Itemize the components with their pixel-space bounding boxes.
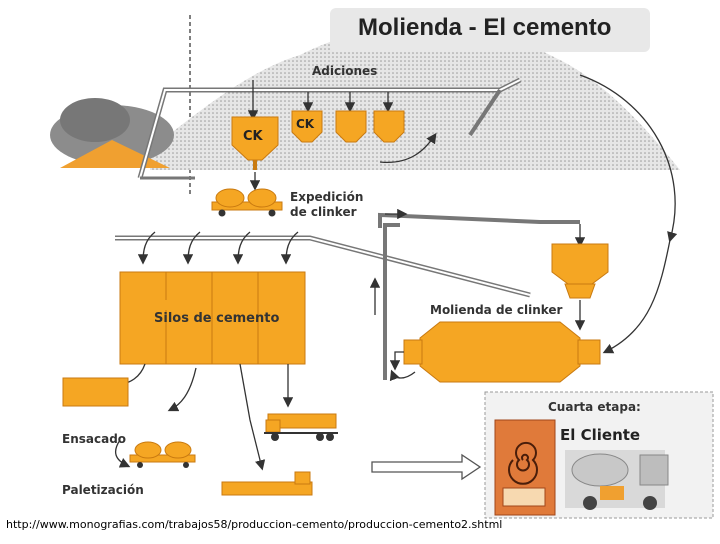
- title-banner: Molienda - El cemento: [330, 8, 650, 52]
- label-adiciones: Adiciones: [312, 64, 378, 78]
- label-molienda-clinker: Molienda de clinker: [430, 303, 563, 317]
- truck-wheel: [316, 433, 324, 441]
- wagon-wheel: [183, 462, 189, 468]
- hopper-3: [335, 110, 367, 143]
- truck-wheel: [326, 433, 334, 441]
- wagon-wheel: [137, 462, 143, 468]
- wagon-wheel: [268, 209, 276, 217]
- return-conveyor: [468, 88, 502, 137]
- mill-hopper-spout: [564, 283, 596, 299]
- mixer-wheel: [583, 496, 597, 510]
- expedition-wagon: [211, 201, 283, 211]
- arrow-silo-4: [280, 231, 299, 265]
- label-ck-1: CK: [243, 129, 263, 144]
- bag-1: [134, 441, 162, 459]
- label-expedicion-1: Expedición: [290, 190, 364, 204]
- mixer-wheel: [643, 496, 657, 510]
- mixer-cab: [639, 454, 669, 486]
- curve-arrow-1: [379, 132, 437, 164]
- arrow-silo-to-bags: [167, 367, 197, 412]
- arrow-silo-to-pallet: [239, 363, 266, 471]
- bag-2: [164, 441, 192, 459]
- label-paletizacion: Paletización: [62, 483, 144, 497]
- arrow-mill-out: [389, 351, 404, 371]
- pallet-flatbed: [221, 481, 313, 496]
- wagon-load-2: [247, 188, 277, 208]
- truck-wheel: [271, 433, 279, 441]
- hopper-ck-small: [291, 110, 323, 143]
- aggregate-pile: [150, 21, 680, 170]
- label-ck-2: CK: [296, 117, 315, 131]
- arrow-silo-3: [232, 231, 251, 265]
- hopper-ck-large: [231, 116, 279, 161]
- arrow-to-client: [371, 453, 482, 481]
- top-conveyor-inner: [139, 79, 521, 179]
- mill-hopper: [551, 243, 609, 285]
- mixer-drum: [571, 453, 629, 487]
- middle-conveyor-inner: [115, 237, 531, 296]
- arrow-silo-2: [182, 231, 201, 265]
- curve-arrow-2: [579, 74, 678, 243]
- smoke-cloud-2: [60, 98, 130, 142]
- wagon-wheel: [218, 209, 226, 217]
- mill-trunnion-left: [403, 339, 423, 365]
- arrow-loop-back: [389, 369, 416, 382]
- bulk-truck-cab: [265, 419, 281, 433]
- label-cliente: El Cliente: [560, 426, 641, 444]
- loop-conveyor: [383, 223, 400, 380]
- pallet-cab: [294, 471, 311, 485]
- spiral-icon: [508, 441, 538, 485]
- label-ensacado: Ensacado: [62, 432, 127, 446]
- source-url[interactable]: http://www.monografias.com/trabajos58/pr…: [6, 518, 503, 531]
- label-silos: Silos de cemento: [154, 311, 280, 326]
- curve-arrow-3: [602, 239, 671, 354]
- mill-trunnion-right: [577, 339, 601, 365]
- arrow-bags-to-pallet: [114, 439, 131, 468]
- wagon-load-1: [215, 188, 245, 208]
- bagging-wagon: [129, 454, 196, 463]
- label-expedicion-2: de clinker: [290, 205, 357, 219]
- ball-mill: [419, 321, 581, 383]
- hopper-4: [373, 110, 405, 143]
- bag-label: [502, 487, 546, 507]
- arrow-silo-1: [137, 231, 156, 265]
- label-cuarta-etapa: Cuarta etapa:: [548, 400, 641, 414]
- feed-conveyor: [378, 212, 580, 228]
- page-title: Molienda - El cemento: [358, 14, 612, 41]
- bulk-box: [62, 377, 129, 407]
- mixer-chute: [600, 486, 624, 500]
